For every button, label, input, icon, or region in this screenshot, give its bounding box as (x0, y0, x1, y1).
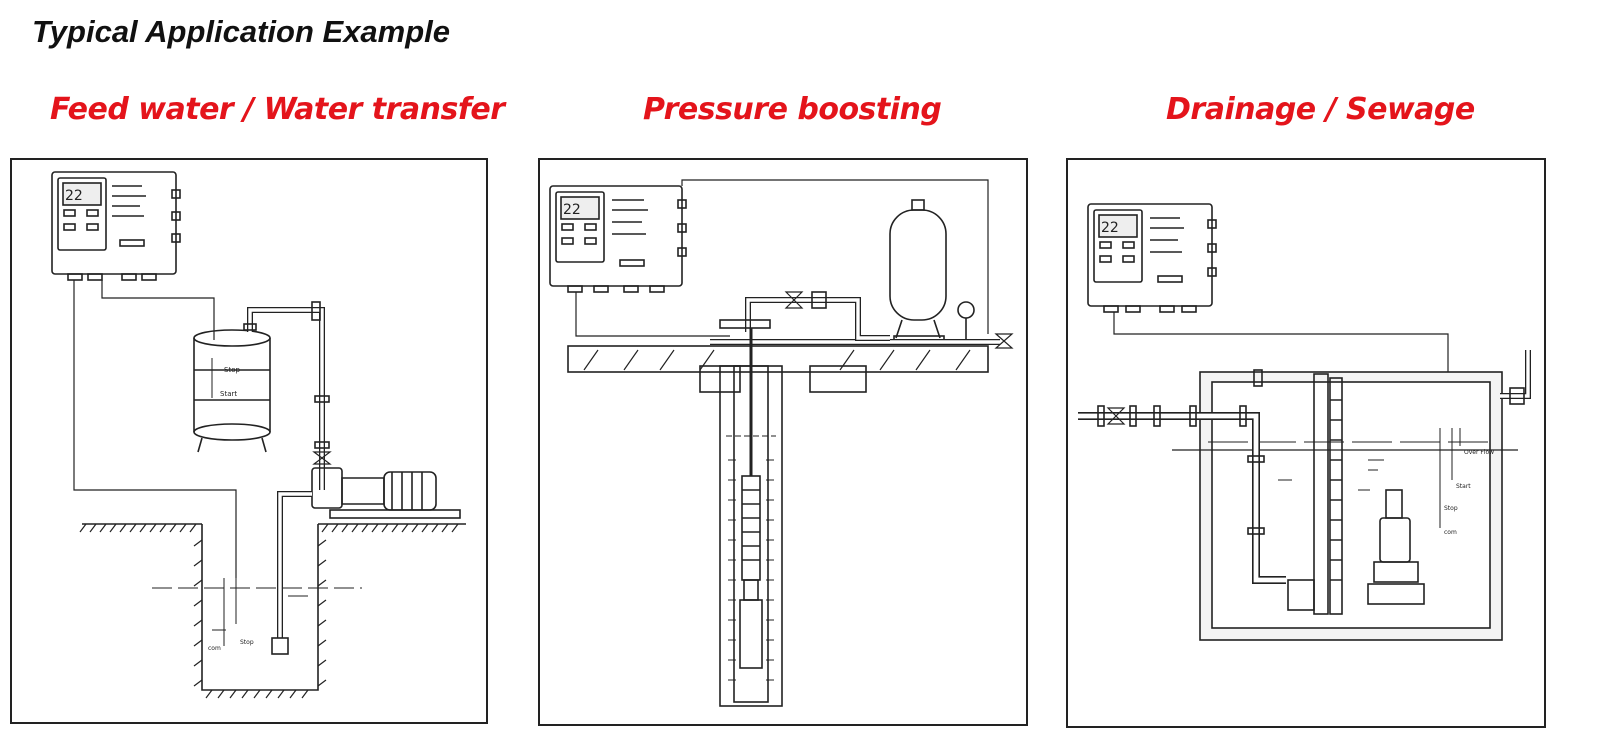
pump-controller: 22 (1087, 203, 1217, 313)
diagram-drainage: 22 Over Flow Start (1066, 158, 1546, 728)
pressure-tank (889, 199, 947, 343)
tank-stop-label: Stop (224, 366, 240, 374)
submersible-pump (739, 328, 763, 669)
pit-stop-label: Stop (240, 639, 254, 646)
stop-label: Stop (1444, 505, 1458, 512)
tank-start-label: Start (220, 390, 237, 398)
water-tank: Stop Start (193, 329, 271, 453)
drainage-diagram-svg: 22 Over Flow Start (1078, 203, 1531, 641)
page-title: Typical Application Example (32, 14, 451, 49)
over-flow-label: Over Flow (1464, 449, 1494, 456)
section-title-drainage: Drainage / Sewage (1166, 92, 1475, 127)
sewage-pump (1287, 489, 1425, 611)
surface-pump (311, 467, 461, 519)
section-title-pressure-boosting: Pressure boosting (643, 92, 942, 127)
sump-pit (82, 523, 466, 691)
pump-controller: 22 (51, 171, 181, 281)
controller-display: 22 (1101, 220, 1119, 236)
pump-controller: 22 (549, 185, 687, 293)
pit-com-label: com (208, 645, 221, 652)
diagram-pressure-boosting: 22 (538, 158, 1028, 726)
start-label: Start (1456, 483, 1471, 490)
ground-slab (567, 345, 989, 393)
diagram-feed-water: 22 Stop Start (10, 158, 488, 724)
com-label: com (1444, 529, 1457, 536)
section-title-feed-water: Feed water / Water transfer (50, 92, 505, 127)
controller-display: 22 (563, 202, 581, 218)
controller-display: 22 (65, 188, 83, 204)
pressure-boosting-diagram-svg: 22 (549, 179, 1014, 707)
ground-hatching (79, 523, 459, 699)
feed-water-diagram-svg: 22 Stop Start (51, 171, 466, 699)
